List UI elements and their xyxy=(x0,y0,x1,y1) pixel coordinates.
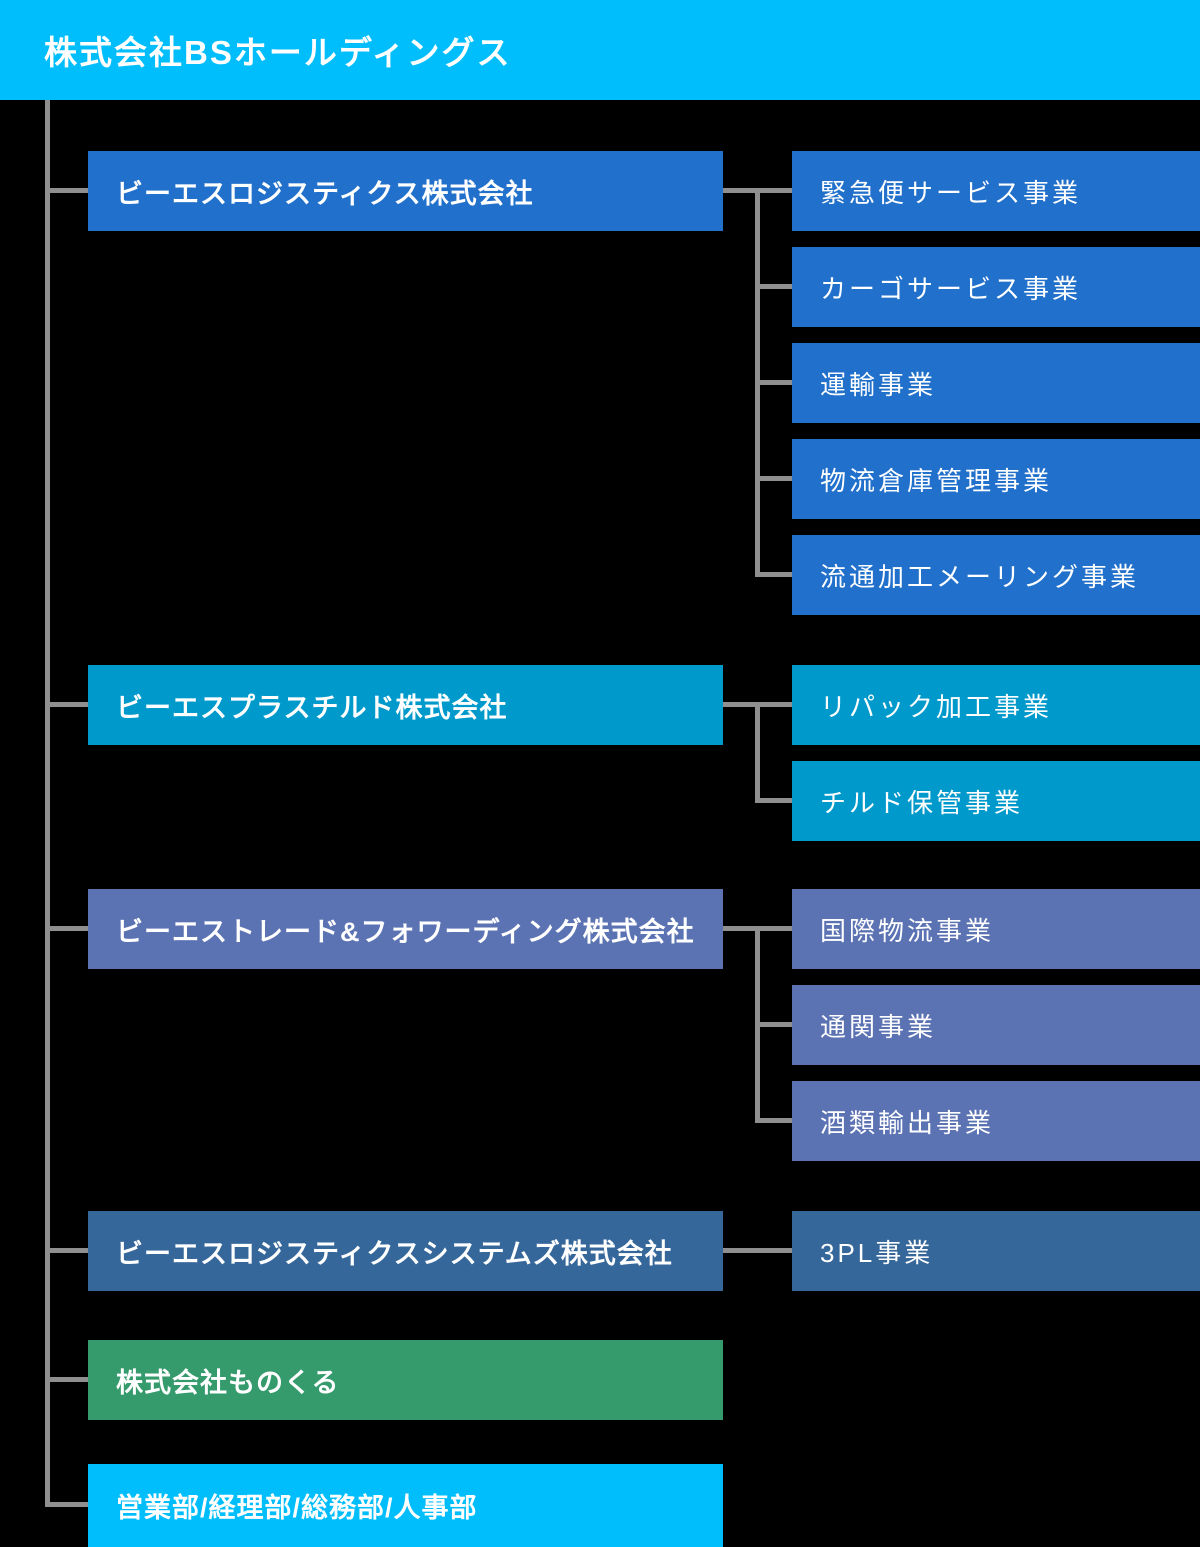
business-box-international-logistics: 国際物流事業 xyxy=(792,889,1200,969)
company-box-bs-plus-chilled: ビーエスプラスチルド株式会社 xyxy=(88,665,723,745)
business-label: カーゴサービス事業 xyxy=(820,273,1082,304)
connector-stub-group2-2 xyxy=(755,798,792,803)
business-box-mailing: 流通加工メーリング事業 xyxy=(792,535,1200,615)
trunk-line xyxy=(45,100,50,1507)
business-box-transport: 運輸事業 xyxy=(792,343,1200,423)
company-box-bs-logistics: ビーエスロジスティクス株式会社 xyxy=(88,151,723,231)
business-box-express-service: 緊急便サービス事業 xyxy=(792,151,1200,231)
connector-v-group2 xyxy=(755,702,760,803)
business-box-liquor-export: 酒類輸出事業 xyxy=(792,1081,1200,1161)
business-box-cargo-service: カーゴサービス事業 xyxy=(792,247,1200,327)
connector-stub-group1-4 xyxy=(755,476,792,481)
business-box-customs: 通関事業 xyxy=(792,985,1200,1065)
business-label: 3PL事業 xyxy=(820,1237,934,1268)
business-label: 通関事業 xyxy=(820,1011,937,1042)
company-box-bs-trade-forwarding: ビーエストレード&フォワーディング株式会社 xyxy=(88,889,723,969)
business-label: 運輸事業 xyxy=(820,369,937,400)
company-label: ビーエスロジスティクスシステムズ株式会社 xyxy=(116,1238,673,1269)
connector-stub-group1-5 xyxy=(755,572,792,577)
branch-line-1 xyxy=(45,188,88,193)
root-company-box: 株式会社BSホールディングス xyxy=(0,0,1200,100)
connector-stub-group3-3 xyxy=(755,1118,792,1123)
business-label: 国際物流事業 xyxy=(820,915,995,946)
company-label: ビーエスプラスチルド株式会社 xyxy=(116,692,508,723)
branch-line-5 xyxy=(45,1377,88,1382)
branch-line-4 xyxy=(45,1248,88,1253)
company-box-bs-logistics-systems: ビーエスロジスティクスシステムズ株式会社 xyxy=(88,1211,723,1291)
company-box-monokuru: 株式会社ものくる xyxy=(88,1340,723,1420)
connector-h-group4 xyxy=(723,1248,792,1253)
company-label: ビーエストレード&フォワーディング株式会社 xyxy=(116,916,695,947)
connector-stub-group1-2 xyxy=(755,284,792,289)
business-box-chilled-storage: チルド保管事業 xyxy=(792,761,1200,841)
business-label: 物流倉庫管理事業 xyxy=(820,465,1053,496)
company-label: 営業部/経理部/総務部/人事部 xyxy=(116,1493,478,1523)
company-label: ビーエスロジスティクス株式会社 xyxy=(116,178,534,209)
company-box-departments: 営業部/経理部/総務部/人事部 xyxy=(88,1464,723,1547)
branch-line-3 xyxy=(45,926,88,931)
business-label: 流通加工メーリング事業 xyxy=(820,561,1140,592)
business-label: チルド保管事業 xyxy=(820,787,1024,818)
connector-stub-group1-3 xyxy=(755,380,792,385)
branch-line-2 xyxy=(45,702,88,707)
company-label: 株式会社ものくる xyxy=(116,1367,340,1398)
branch-line-6 xyxy=(45,1502,88,1507)
business-box-warehouse: 物流倉庫管理事業 xyxy=(792,439,1200,519)
business-label: 酒類輸出事業 xyxy=(820,1107,995,1138)
root-company-label: 株式会社BSホールディングス xyxy=(44,34,512,71)
business-box-3pl: 3PL事業 xyxy=(792,1211,1200,1291)
business-box-repack: リパック加工事業 xyxy=(792,665,1200,745)
business-label: リパック加工事業 xyxy=(820,691,1053,722)
business-label: 緊急便サービス事業 xyxy=(820,177,1082,208)
connector-stub-group3-2 xyxy=(755,1022,792,1027)
